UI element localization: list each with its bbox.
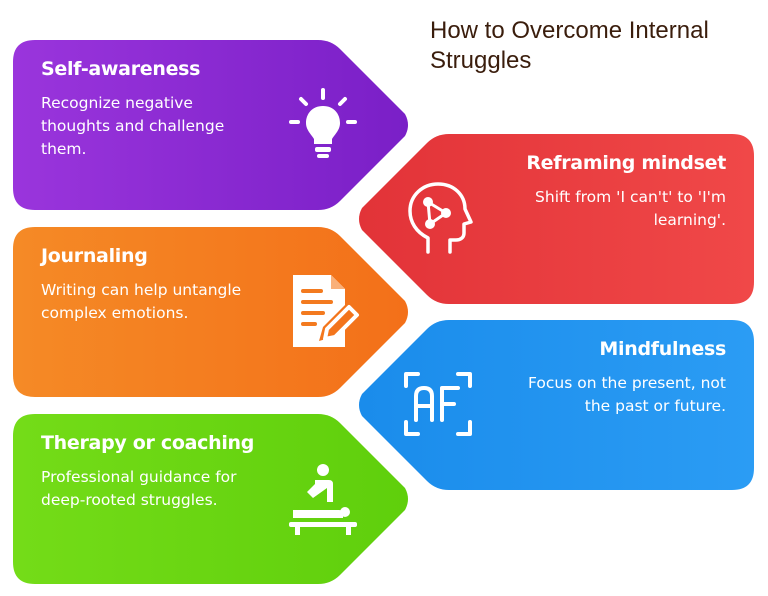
massage-therapy-icon [289,464,357,535]
step-heading: Journaling [41,245,148,267]
step-card-reframing-mindset: Reframing mindset Shift from 'I can't' t… [356,134,754,304]
step-heading: Therapy or coaching [41,432,255,454]
autofocus-icon [404,372,472,436]
step-heading: Self-awareness [41,58,201,80]
step-card-journaling: Journaling Writing can help untangle com… [13,227,411,397]
step-description: Writing can help untangle complex emotio… [41,281,242,322]
step-description: Recognize negative thoughts and challeng… [41,94,225,158]
head-brain-icon [408,182,473,254]
card-background [13,414,408,584]
lightbulb-icon [289,88,357,158]
step-description: Focus on the present, not the past or fu… [528,374,726,415]
step-description: Professional guidance for deep-rooted st… [41,468,237,509]
step-card-mindfulness: Mindfulness Focus on the present, not th… [356,320,754,490]
step-heading: Mindfulness [599,338,726,360]
document-edit-icon [293,275,359,347]
step-heading: Reframing mindset [526,152,726,174]
card-background [359,134,754,304]
step-card-self-awareness: Self-awareness Recognize negative though… [13,40,411,210]
card-background [359,320,754,490]
step-card-therapy-or-coaching: Therapy or coaching Professional guidanc… [13,414,411,584]
step-description: Shift from 'I can't' to 'I'm learning'. [535,188,726,229]
card-background [13,40,408,210]
card-background [13,227,408,397]
page-title: How to Overcome Internal Struggles [430,17,709,74]
